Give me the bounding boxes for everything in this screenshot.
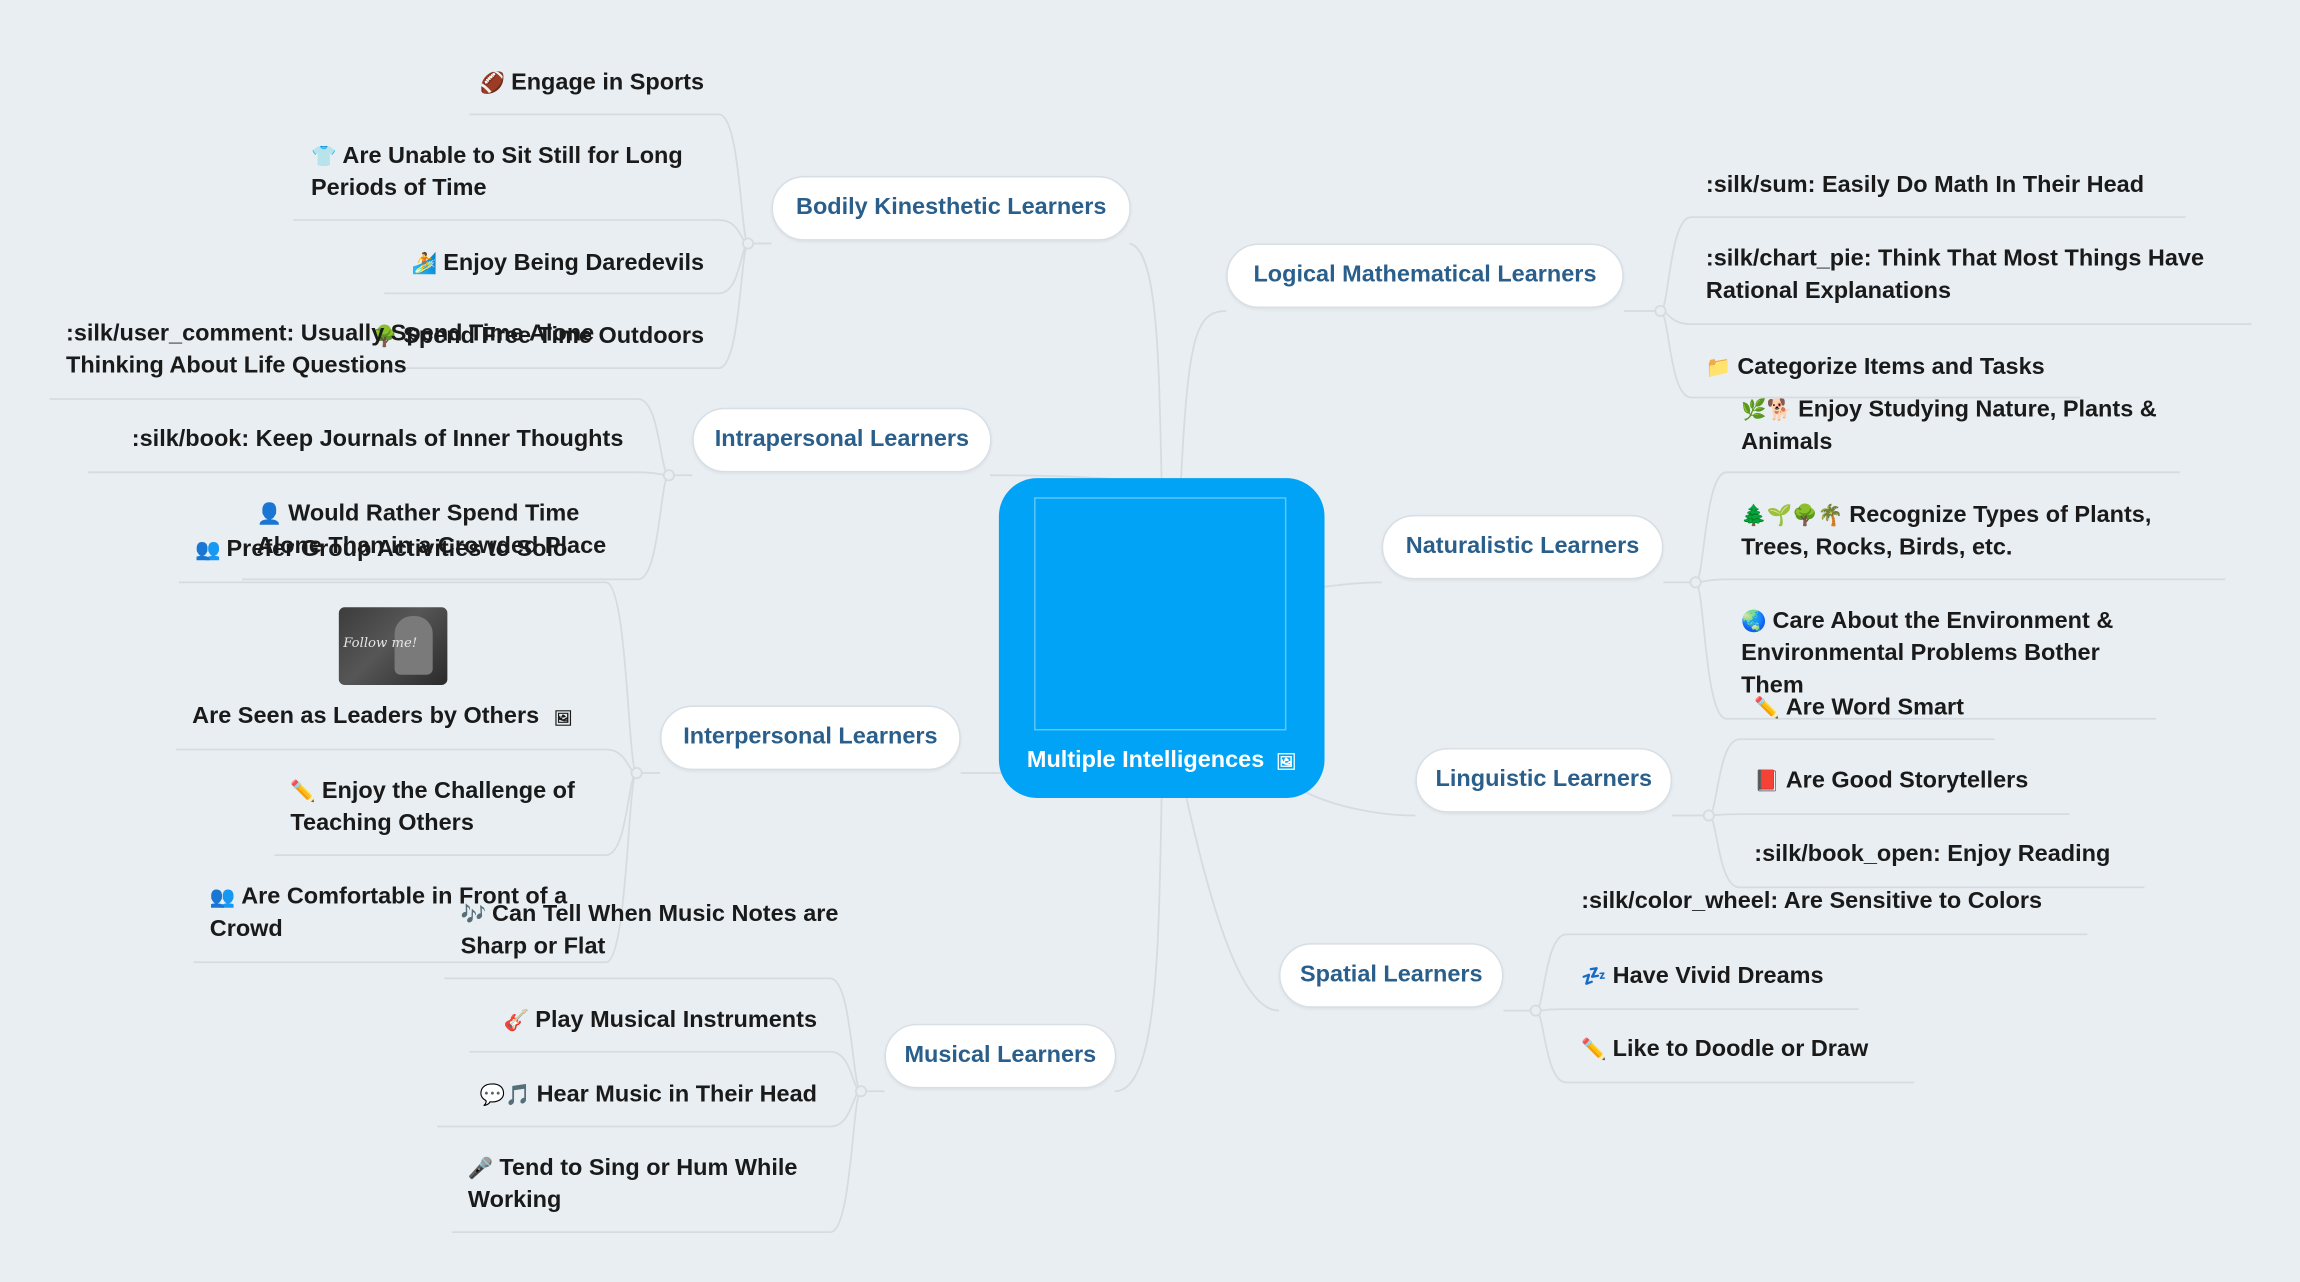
leaf-recognize-types[interactable]: 🌲🌱🌳🌴Recognize Types of Plants, Trees, Ro… bbox=[1741, 499, 2210, 565]
pencil-icon: ✏️ bbox=[290, 778, 317, 803]
music-notes-icon: 🎶 bbox=[460, 902, 487, 926]
leaf-hear-music[interactable]: 💬🎵Hear Music in Their Head bbox=[425, 1078, 817, 1112]
folder-icon: 📁 bbox=[1705, 354, 1732, 379]
football-icon: 🏈 bbox=[479, 70, 506, 94]
leaf-word-smart[interactable]: ✏️Are Word Smart bbox=[1754, 691, 2047, 725]
leaf-enjoy-being-daredevils[interactable]: 🏄Enjoy Being Daredevils bbox=[337, 246, 704, 280]
globe-icon: 🌏 bbox=[1741, 608, 1767, 633]
herb-dog-icon: 🌿🐕 bbox=[1741, 397, 1793, 421]
plants-icon: 🌲🌱🌳🌴 bbox=[1741, 503, 1844, 527]
zzz-icon: 💤 bbox=[1581, 963, 1607, 988]
leaf-sing-or-hum[interactable]: 🎤Tend to Sing or Hum While Working bbox=[468, 1151, 835, 1217]
leaf-prefer-group-activities[interactable]: 👥Prefer Group Activities to Solo bbox=[195, 532, 635, 566]
microphone-icon: 🎤 bbox=[467, 1155, 494, 1180]
central-topic[interactable]: Multiple Intelligences🖼 bbox=[998, 478, 1325, 798]
central-topic-title: Multiple Intelligences🖼 bbox=[1026, 748, 1297, 774]
tshirt-icon: 👕 bbox=[310, 143, 337, 168]
pencil-icon: ✏️ bbox=[1581, 1037, 1607, 1061]
photo-caption: Follow me! bbox=[343, 636, 418, 652]
branch-spatial[interactable]: Spatial Learners bbox=[1279, 943, 1504, 1008]
leaf-doodle-or-draw[interactable]: ✏️Like to Doodle or Draw bbox=[1581, 1033, 1918, 1067]
leaf-vivid-dreams[interactable]: 💤Have Vivid Dreams bbox=[1581, 959, 1874, 993]
leader-photo: Follow me! bbox=[338, 607, 448, 685]
user-icon: 👤 bbox=[256, 501, 283, 526]
leaf-studying-nature[interactable]: 🌿🐕Enjoy Studying Nature, Plants & Animal… bbox=[1741, 393, 2181, 459]
pencil-icon: ✏️ bbox=[1754, 695, 1780, 719]
image-icon: 🖼 bbox=[1276, 753, 1297, 772]
group-icon: 👥 bbox=[195, 536, 221, 561]
branch-interpersonal[interactable]: Interpersonal Learners bbox=[660, 705, 961, 771]
central-image-placeholder bbox=[1034, 497, 1287, 731]
leaf-rational-explanations[interactable]: :silk/chart_pie: Think That Most Things … bbox=[1705, 246, 2205, 304]
branch-linguistic[interactable]: Linguistic Learners bbox=[1415, 748, 1673, 813]
branch-logical-mathematical[interactable]: Logical Mathematical Learners bbox=[1226, 243, 1624, 309]
person-figure bbox=[394, 616, 433, 675]
leaf-engage-in-sports[interactable]: 🏈Engage in Sports bbox=[367, 66, 704, 100]
branch-bodily-kinesthetic[interactable]: Bodily Kinesthetic Learners bbox=[771, 176, 1131, 241]
leaf-care-about-environment[interactable]: 🌏Care About the Environment & Environmen… bbox=[1741, 604, 2159, 702]
leaf-play-instruments[interactable]: 🎸Play Musical Instruments bbox=[440, 1003, 817, 1037]
tree-icon: 🌳 bbox=[371, 324, 398, 348]
leaf-enjoy-reading[interactable]: :silk/book_open: Enjoy Reading bbox=[1754, 841, 2111, 867]
leaf-spend-free-time-outdoors[interactable]: 🌳Spend Free Time Outdoors bbox=[293, 320, 704, 354]
guitar-icon: 🎸 bbox=[503, 1007, 530, 1032]
leaf-sharp-or-flat[interactable]: 🎶Can Tell When Music Notes are Sharp or … bbox=[461, 898, 842, 964]
leaf-seen-as-leaders[interactable]: Are Seen as Leaders by Others🖼 bbox=[192, 704, 573, 729]
leaf-comfortable-in-front-of-crowd[interactable]: 👥Are Comfortable in Front of a Crowd bbox=[210, 880, 621, 946]
speech-music-icon: 💬🎵 bbox=[479, 1082, 531, 1106]
leaf-math-in-head[interactable]: :silk/sum: Easily Do Math In Their Head bbox=[1705, 173, 2145, 199]
leaf-good-storytellers[interactable]: 📕Are Good Storytellers bbox=[1754, 764, 2077, 798]
surfer-icon: 🏄 bbox=[411, 250, 438, 275]
leaf-categorize-items[interactable]: 📁Categorize Items and Tasks bbox=[1706, 351, 2117, 385]
leaf-keep-journals[interactable]: :silk/book: Keep Journals of Inner Thoug… bbox=[131, 426, 624, 452]
leaf-rather-spend-time-alone[interactable]: 👤Would Rather Spend Time Alone Than in a… bbox=[257, 497, 631, 563]
branch-musical[interactable]: Musical Learners bbox=[884, 1023, 1117, 1089]
branch-intrapersonal[interactable]: Intrapersonal Learners bbox=[692, 407, 992, 473]
image-icon: 🖼 bbox=[553, 711, 573, 728]
book-icon: 📕 bbox=[1754, 768, 1780, 793]
leaf-spend-time-alone-thinking[interactable]: :silk/user_comment: Usually Spend Time A… bbox=[66, 321, 595, 379]
group-icon: 👥 bbox=[209, 884, 236, 908]
leaf-teaching-others[interactable]: ✏️Enjoy the Challenge of Teaching Others bbox=[290, 774, 627, 840]
branch-naturalistic[interactable]: Naturalistic Learners bbox=[1381, 514, 1664, 580]
leaf-unable-to-sit-still[interactable]: 👕Are Unable to Sit Still for Long Period… bbox=[311, 139, 736, 205]
leaf-sensitive-to-colors[interactable]: :silk/color_wheel: Are Sensitive to Colo… bbox=[1581, 888, 2043, 914]
